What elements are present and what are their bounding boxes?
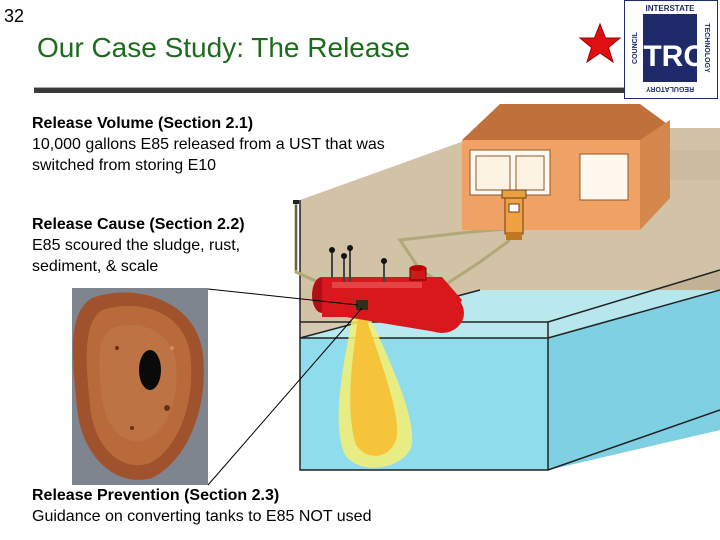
release-prevention-heading: Release Prevention (Section 2.3) (32, 487, 280, 504)
slide-number: 32 (4, 6, 25, 26)
logo-letters: ITRC (635, 40, 705, 73)
release-cause-block: Release Cause (Section 2.2) E85 scoured … (32, 214, 294, 277)
release-prevention-text: Guidance on converting tanks to E85 NOT … (32, 508, 372, 525)
logo-top-text: INTERSTATE (645, 4, 695, 13)
water-front (300, 338, 548, 470)
tank-hole (356, 300, 368, 310)
fuel-dispenser (501, 189, 527, 240)
release-volume-heading: Release Volume (Section 2.1) (32, 115, 254, 132)
corroded-tank-photo (72, 288, 208, 485)
release-prevention-block: Release Prevention (Section 2.3) Guidanc… (32, 485, 432, 527)
vent-cap (293, 200, 299, 204)
storage-tank (312, 265, 464, 333)
release-volume-text: 10,000 gallons E85 released from a UST t… (32, 136, 385, 174)
star-icon (578, 22, 622, 64)
contaminant-plume-inner (350, 318, 398, 456)
slide-title: Our Case Study: The Release (37, 32, 411, 63)
logo-left-text: COUNCIL (632, 31, 639, 64)
callout-line-top (207, 288, 359, 306)
logo-bottom-text: REGULATORY (646, 85, 694, 92)
release-volume-block: Release Volume (Section 2.1) 10,000 gall… (32, 113, 412, 176)
callout-line-bottom (207, 307, 363, 486)
fill-risers (331, 250, 385, 282)
logo-right-text: TECHNOLOGY (703, 23, 710, 73)
itrc-logo: ITRC INTERSTATE REGULATORY COUNCIL TECHN… (623, 0, 719, 100)
station-building (462, 104, 670, 230)
release-cause-heading: Release Cause (Section 2.2) (32, 216, 245, 233)
release-cause-text: E85 scoured the sludge, rust, sediment, … (32, 237, 241, 275)
title-divider (34, 87, 630, 93)
